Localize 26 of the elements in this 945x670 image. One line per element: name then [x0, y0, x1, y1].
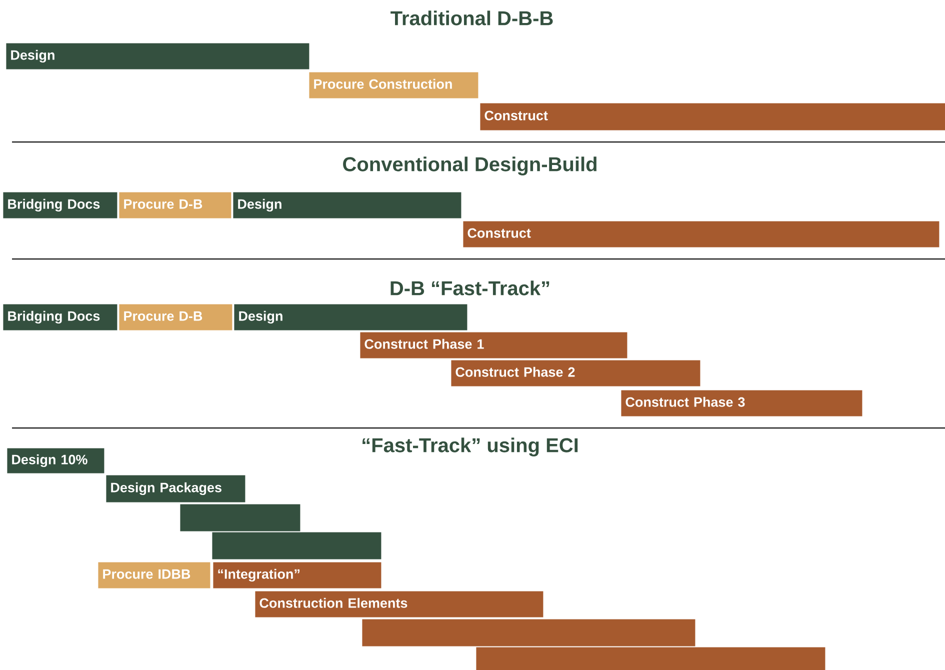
- task-bar: Design: [6, 43, 310, 70]
- task-bar: Bridging Docs: [3, 192, 118, 218]
- task-bar: Construct Phase 3: [621, 390, 862, 416]
- section-heading: Traditional D-B-B: [390, 10, 553, 26]
- task-bar: Construction Elements: [255, 591, 544, 618]
- task-bar: [212, 532, 382, 560]
- task-bar: Construct Phase 2: [451, 360, 700, 386]
- task-bar: Procure Construction: [309, 72, 478, 98]
- task-bar: [476, 647, 826, 670]
- task-bar: Construct: [480, 103, 945, 130]
- task-bar: Procure D-B: [119, 304, 232, 330]
- task-bar: Design: [234, 304, 468, 330]
- task-bar: Construct Phase 1: [360, 332, 628, 358]
- section-heading: D-B “Fast-Track”: [390, 280, 550, 296]
- task-bar: [180, 504, 300, 532]
- task-bar: [362, 619, 696, 646]
- task-bar: Procure IDBB: [98, 562, 210, 588]
- task-bar: Procure D-B: [119, 192, 232, 218]
- task-bar: Design Packages: [106, 475, 246, 502]
- section-heading: “Fast-Track” using ECI: [362, 438, 578, 456]
- task-bar: Construct: [463, 221, 940, 248]
- section-heading: Conventional Design-Build: [343, 156, 596, 176]
- task-bar: “Integration”: [213, 562, 382, 588]
- task-bar: Design: [233, 192, 462, 218]
- task-bar: Bridging Docs: [3, 304, 118, 330]
- task-bar: Design 10%: [7, 448, 104, 474]
